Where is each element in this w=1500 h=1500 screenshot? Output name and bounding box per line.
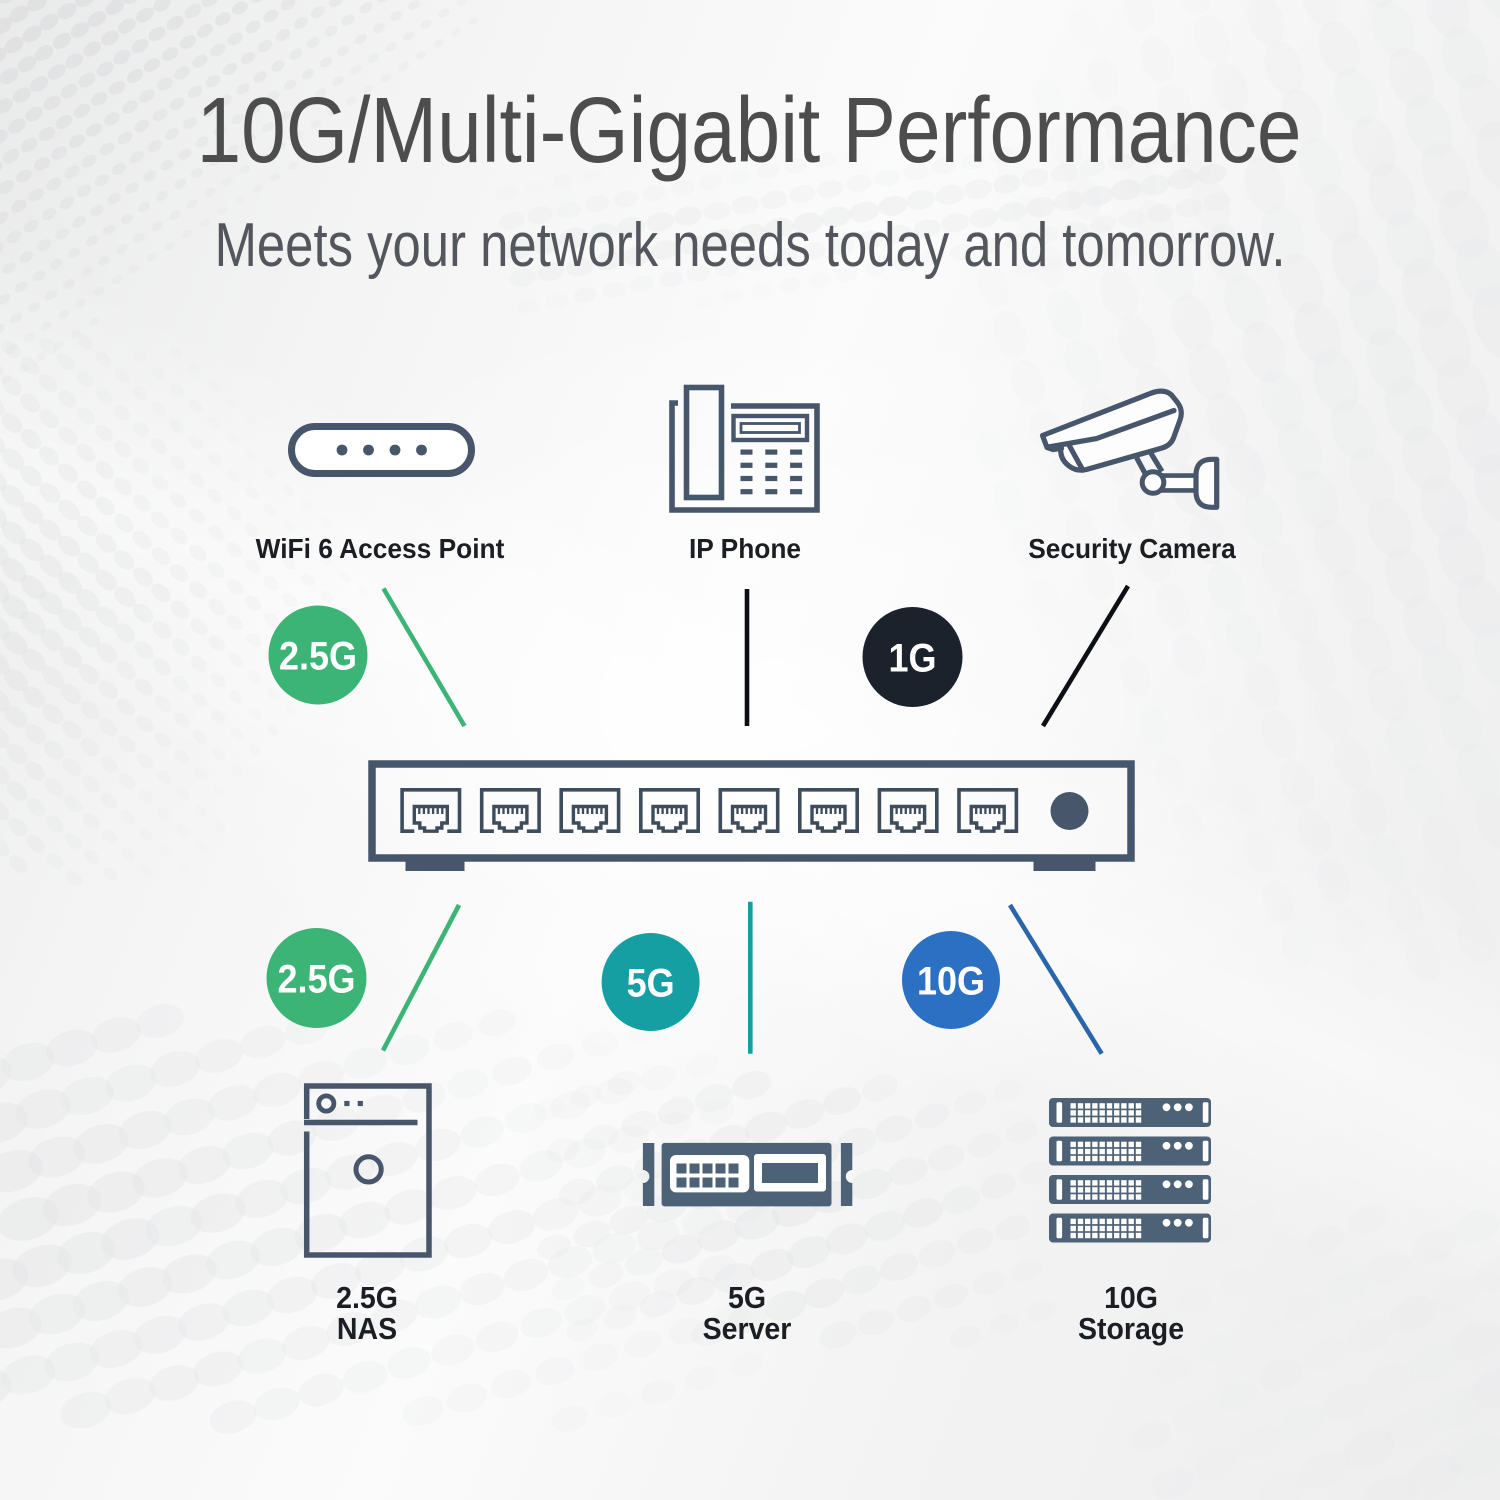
svg-text:5G: 5G	[728, 1281, 766, 1315]
svg-text:WiFi 6 Access Point: WiFi 6 Access Point	[256, 532, 505, 564]
svg-text:NAS: NAS	[337, 1312, 397, 1346]
svg-text:Meets your network needs today: Meets your network needs today and tomor…	[215, 211, 1286, 280]
svg-text:Server: Server	[703, 1312, 792, 1346]
svg-text:10G: 10G	[917, 960, 985, 1004]
svg-text:10G: 10G	[1104, 1281, 1158, 1315]
svg-text:5G: 5G	[627, 962, 675, 1006]
svg-text:2.5G: 2.5G	[279, 635, 357, 679]
svg-text:Storage: Storage	[1078, 1312, 1184, 1346]
svg-text:2.5G: 2.5G	[277, 958, 355, 1002]
svg-text:1G: 1G	[888, 637, 936, 681]
svg-text:2.5G: 2.5G	[336, 1281, 398, 1315]
svg-text:IP Phone: IP Phone	[689, 532, 801, 564]
svg-text:Security Camera: Security Camera	[1028, 532, 1236, 564]
svg-text:10G/Multi-Gigabit Performance: 10G/Multi-Gigabit Performance	[197, 78, 1302, 182]
